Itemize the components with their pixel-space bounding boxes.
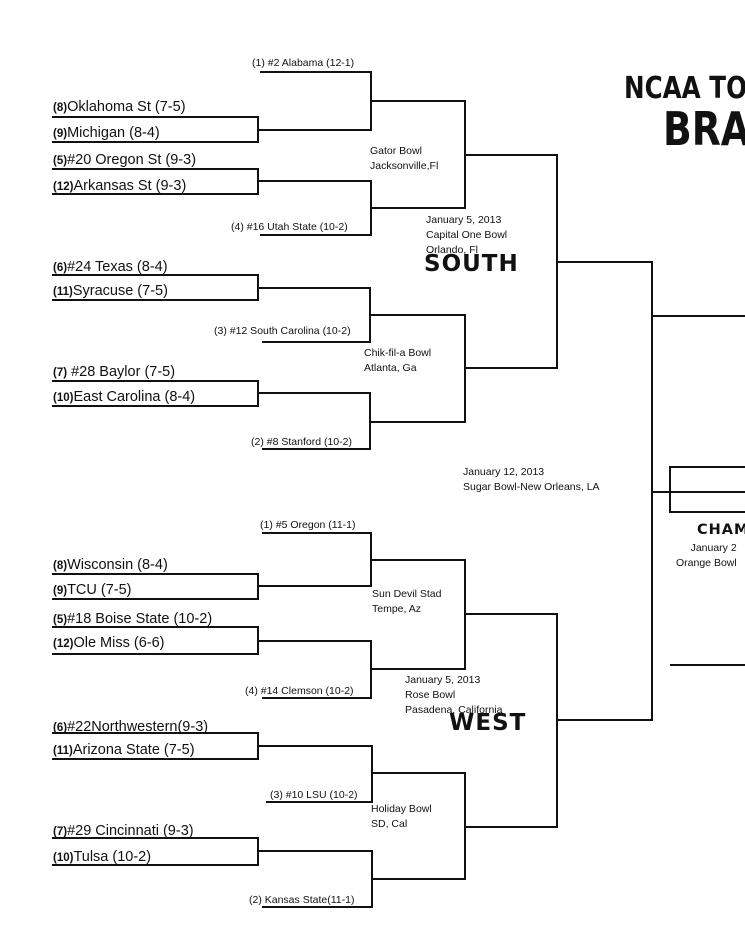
team-entry[interactable]: (6)#24 Texas (8-4) bbox=[53, 259, 168, 275]
team-entry[interactable]: (8)Wisconsin (8-4) bbox=[53, 557, 168, 573]
team-name: Wisconsin (8-4) bbox=[67, 557, 168, 573]
bye-team[interactable]: (3) #10 LSU (10-2) bbox=[270, 789, 358, 801]
team-name: Ole Miss (6-6) bbox=[73, 635, 165, 651]
team-name: East Carolina (8-4) bbox=[73, 389, 196, 405]
bracket-line bbox=[258, 532, 372, 587]
title-line1: NCAA TOU bbox=[624, 71, 745, 106]
team-name: Arkansas St (9-3) bbox=[73, 178, 187, 194]
team-name: Michigan (8-4) bbox=[67, 125, 160, 141]
bye-team[interactable]: (1) #5 Oregon (11-1) bbox=[260, 519, 356, 531]
team-entry[interactable]: (9)Michigan (8-4) bbox=[53, 125, 160, 141]
team-entry[interactable]: (9)TCU (7-5) bbox=[53, 582, 132, 598]
team-entry[interactable]: (5)#18 Boise State (10-2) bbox=[53, 611, 212, 627]
seed: (8) bbox=[53, 102, 68, 114]
seed: (8) bbox=[53, 560, 68, 572]
championship-label: CHAM bbox=[697, 522, 745, 538]
region-label: WEST bbox=[449, 710, 527, 736]
bowl-venue: Chik-fil-a Bowl Atlanta, Ga bbox=[364, 347, 432, 374]
regional-final-info: January 5, 2013 Capital One Bowl Orlando… bbox=[426, 214, 508, 256]
team-entry[interactable]: (7) #28 Baylor (7-5) bbox=[53, 364, 175, 380]
seed: (9) bbox=[53, 128, 68, 140]
bye-team[interactable]: (3) #12 South Carolina (10-2) bbox=[214, 325, 351, 337]
team-entry[interactable]: (10)East Carolina (8-4) bbox=[53, 389, 195, 405]
seed: (12) bbox=[53, 638, 74, 650]
seed: (10) bbox=[53, 392, 74, 404]
team-entry[interactable]: (12)Ole Miss (6-6) bbox=[53, 635, 165, 651]
semifinal-info: January 12, 2013 Sugar Bowl-New Orleans,… bbox=[463, 466, 600, 493]
team-entry[interactable]: (12)Arkansas St (9-3) bbox=[53, 178, 186, 194]
team-name: #24 Texas (8-4) bbox=[67, 259, 168, 275]
seed: (6) bbox=[53, 722, 68, 734]
team-entry[interactable]: (11)Arizona State (7-5) bbox=[53, 742, 195, 758]
seed: (6) bbox=[53, 262, 68, 274]
seed: (7) bbox=[53, 826, 68, 838]
bye-team[interactable]: (4) #14 Clemson (10-2) bbox=[245, 685, 354, 697]
team-name: #28 Baylor (7-5) bbox=[67, 364, 176, 380]
bye-team[interactable]: (4) #16 Utah State (10-2) bbox=[231, 221, 348, 233]
bye-team[interactable]: (2) #8 Stanford (10-2) bbox=[251, 436, 352, 448]
title-line2: BRA bbox=[663, 102, 745, 156]
champion-slot[interactable] bbox=[671, 468, 745, 511]
team-entry[interactable]: (5)#20 Oregon St (9-3) bbox=[53, 152, 196, 168]
region-label: SOUTH bbox=[424, 251, 519, 277]
team-name: #29 Cincinnati (9-3) bbox=[67, 823, 194, 839]
team-entry[interactable]: (6)#22Northwestern(9-3) bbox=[53, 719, 208, 735]
team-name: Tulsa (10-2) bbox=[73, 849, 152, 865]
team-entry[interactable]: (8)Oklahoma St (7-5) bbox=[53, 99, 186, 115]
seed: (11) bbox=[53, 286, 73, 298]
championship-info: January 2 Orange Bowl bbox=[676, 542, 737, 569]
team-entry[interactable]: (10)Tulsa (10-2) bbox=[53, 849, 151, 865]
champion-box bbox=[669, 466, 745, 513]
seed: (11) bbox=[53, 745, 73, 757]
team-name: Oklahoma St (7-5) bbox=[67, 99, 186, 115]
bowl-venue: Holiday Bowl SD, Cal bbox=[371, 803, 432, 830]
bye-team[interactable]: (2) Kansas State(11-1) bbox=[249, 894, 355, 906]
team-entry[interactable]: (7)#29 Cincinnati (9-3) bbox=[53, 823, 194, 839]
bowl-venue: Gator Bowl Jacksonville,Fl bbox=[370, 145, 439, 172]
seed: (10) bbox=[53, 852, 74, 864]
bowl-venue: Sun Devil Stad Tempe, Az bbox=[372, 588, 442, 615]
team-name: Arizona State (7-5) bbox=[72, 742, 195, 758]
team-name: TCU (7-5) bbox=[67, 582, 132, 598]
team-name: Syracuse (7-5) bbox=[72, 283, 168, 299]
seed: (7) bbox=[53, 367, 68, 379]
seed: (12) bbox=[53, 181, 74, 193]
team-name: #20 Oregon St (9-3) bbox=[67, 152, 197, 168]
seed: (5) bbox=[53, 155, 68, 167]
team-name: #18 Boise State (10-2) bbox=[67, 611, 213, 627]
team-entry[interactable]: (11)Syracuse (7-5) bbox=[53, 283, 168, 299]
regional-final-info: January 5, 2013 Rose Bowl Pasadena, Cali… bbox=[405, 674, 503, 716]
seed: (5) bbox=[53, 614, 68, 626]
team-name: #22Northwestern(9-3) bbox=[67, 719, 209, 735]
bye-team[interactable]: (1) #2 Alabama (12-1) bbox=[252, 57, 355, 69]
bracket-line bbox=[258, 71, 372, 131]
seed: (9) bbox=[53, 585, 68, 597]
